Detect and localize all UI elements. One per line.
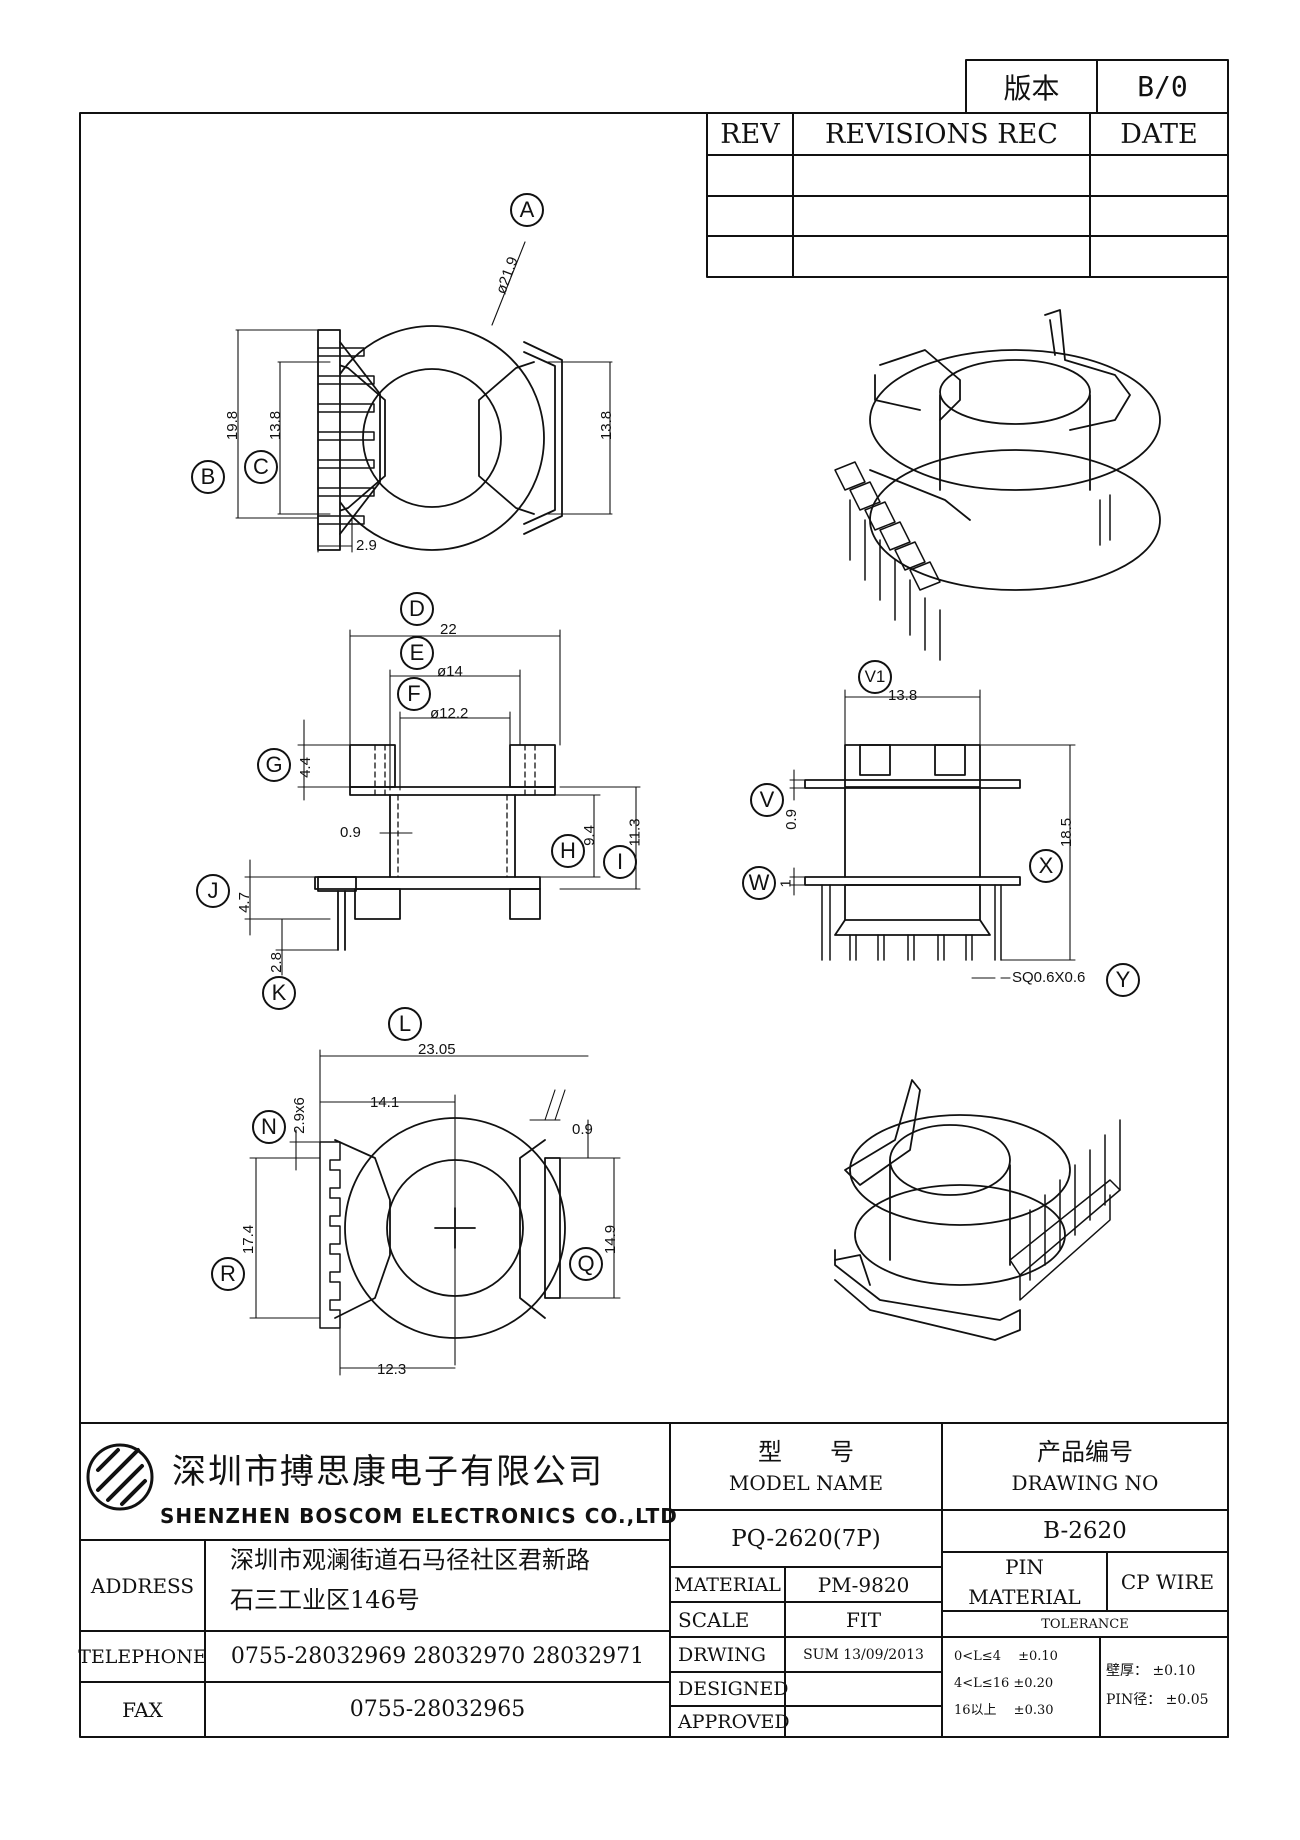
callout-w: W — [742, 866, 776, 900]
dim-front-0-9: 0.9 — [782, 809, 800, 830]
iso-view-lower — [834, 1079, 1121, 1341]
drawing-no-en: DRAWING NO — [1011, 1471, 1159, 1495]
dim-side-dia12-2: ø12.2 — [430, 705, 469, 722]
dim-top-13-8-right: 13.8 — [598, 410, 616, 441]
bottom-view — [249, 1049, 621, 1376]
callout-l: L — [388, 1007, 422, 1041]
callout-h: H — [551, 834, 585, 868]
telephone-value: 0755-28032969 28032970 28032971 — [230, 1644, 645, 1669]
wall-thickness-tol: 壁厚： ±0.10 — [1106, 1663, 1196, 1679]
dim-side-dia14: ø14 — [437, 663, 463, 680]
dim-side-9-4: 9.4 — [580, 825, 598, 846]
callout-r: R — [211, 1257, 245, 1291]
dim-side-4-4: 4.4 — [296, 757, 314, 778]
dim-side-2-8: 2.8 — [267, 952, 285, 973]
version-value: B/0 — [1137, 70, 1188, 103]
dim-side-0-9: 0.9 — [340, 824, 361, 841]
dim-bot-12-3: 12.3 — [377, 1361, 407, 1378]
scale-label: SCALE — [678, 1607, 750, 1632]
callout-a: A — [510, 193, 544, 227]
callout-c: C — [244, 450, 278, 484]
front-view — [789, 689, 1076, 979]
dim-front-18-5: 18.5 — [1058, 817, 1076, 848]
dim-bot-0-9: 0.9 — [572, 1121, 593, 1138]
callout-g: G — [257, 748, 291, 782]
callout-f: F — [397, 677, 431, 711]
drawing-no-cn: 产品编号 — [1037, 1437, 1133, 1466]
dim-front-sq: SQ0.6X0.6 — [1012, 969, 1086, 986]
tolerance-line-3: 16以上 ±0.30 — [954, 1703, 1054, 1718]
scale-value: FIT — [845, 1607, 882, 1632]
dim-top-19-8: 19.8 — [224, 410, 242, 441]
pin-material-label-1: PIN — [1005, 1555, 1044, 1579]
side-view — [244, 629, 641, 976]
drawing-no-value: B-2620 — [1043, 1518, 1127, 1544]
revisions-col-date: DATE — [1120, 118, 1198, 150]
fax-value: 0755-28032965 — [349, 1697, 526, 1722]
model-value: PQ-2620(7P) — [731, 1525, 881, 1552]
tolerance-line-2: 4<L≤16 ±0.20 — [954, 1676, 1054, 1691]
dim-front-1: 1 — [777, 879, 795, 888]
dim-top-13-8-left: 13.8 — [267, 410, 285, 441]
dim-top-2-9: 2.9 — [356, 537, 377, 554]
callout-j: J — [196, 874, 230, 908]
callout-y: Y — [1106, 963, 1140, 997]
callout-d: D — [400, 592, 434, 626]
dim-front-13-8: 13.8 — [888, 687, 918, 704]
tolerance-label: TOLERANCE — [1041, 1616, 1129, 1632]
company-name-cn: 深圳市搏思康电子有限公司 — [172, 1452, 604, 1492]
company-logo — [86, 1443, 154, 1511]
designed-label: DESIGNED — [678, 1678, 789, 1700]
pin-material-label-2: MATERIAL — [968, 1584, 1081, 1609]
callout-i: I — [603, 845, 637, 879]
dim-bot-14-1: 14.1 — [370, 1094, 400, 1111]
material-value: PM-9820 — [817, 1572, 910, 1597]
model-name-cn: 型 号 — [758, 1437, 854, 1466]
pin-material-value: CP WIRE — [1120, 1569, 1215, 1594]
revisions-col-rev: REV — [720, 118, 780, 150]
callout-q: Q — [569, 1247, 603, 1281]
dim-side-11-3: 11.3 — [626, 818, 644, 847]
drawing-border — [79, 112, 1229, 1738]
drwing-label: DRWING — [678, 1643, 766, 1666]
company-name-en: SHENZHEN BOSCOM ELECTRONICS CO.,LTD — [160, 1504, 678, 1528]
callout-e: E — [400, 636, 434, 670]
drwing-value: SUM 13/09/2013 — [803, 1646, 924, 1663]
approved-label: APPROVED — [678, 1710, 790, 1733]
callout-x: X — [1029, 849, 1063, 883]
dim-bot-2-9x6: 2.9x6 — [290, 1097, 308, 1134]
revisions-col-rec: REVISIONS REC — [825, 118, 1058, 150]
model-name-en: MODEL NAME — [728, 1471, 884, 1495]
title-block — [79, 1422, 1229, 1738]
callout-b: B — [191, 460, 225, 494]
revisions-table — [706, 112, 1229, 278]
dim-side-22: 22 — [440, 621, 457, 638]
tolerance-line-1: 0<L≤4 ±0.10 — [954, 1649, 1058, 1664]
telephone-label: TELEPHONE — [78, 1645, 207, 1668]
dim-bot-14-9: 14.9 — [602, 1224, 620, 1255]
dim-bot-17-4: 17.4 — [240, 1224, 258, 1255]
material-label: MATERIAL — [674, 1573, 781, 1596]
address-line-2: 石三工业区146号 — [230, 1586, 420, 1614]
fax-label: FAX — [122, 1697, 163, 1722]
version-label: 版本 — [1003, 71, 1060, 105]
address-line-1: 深圳市观澜街道石马径社区君新路 — [230, 1546, 590, 1574]
callout-k: K — [262, 976, 296, 1010]
callout-v1: V1 — [858, 660, 892, 694]
dim-side-4-7: 4.7 — [235, 892, 253, 913]
iso-view-upper — [834, 309, 1161, 661]
top-view — [235, 241, 613, 553]
address-label: ADDRESS — [90, 1573, 195, 1598]
callout-v: V — [750, 783, 784, 817]
dim-bot-23-05: 23.05 — [418, 1041, 456, 1058]
callout-n: N — [252, 1110, 286, 1144]
pin-diameter-tol: PIN径： ±0.05 — [1106, 1692, 1209, 1708]
